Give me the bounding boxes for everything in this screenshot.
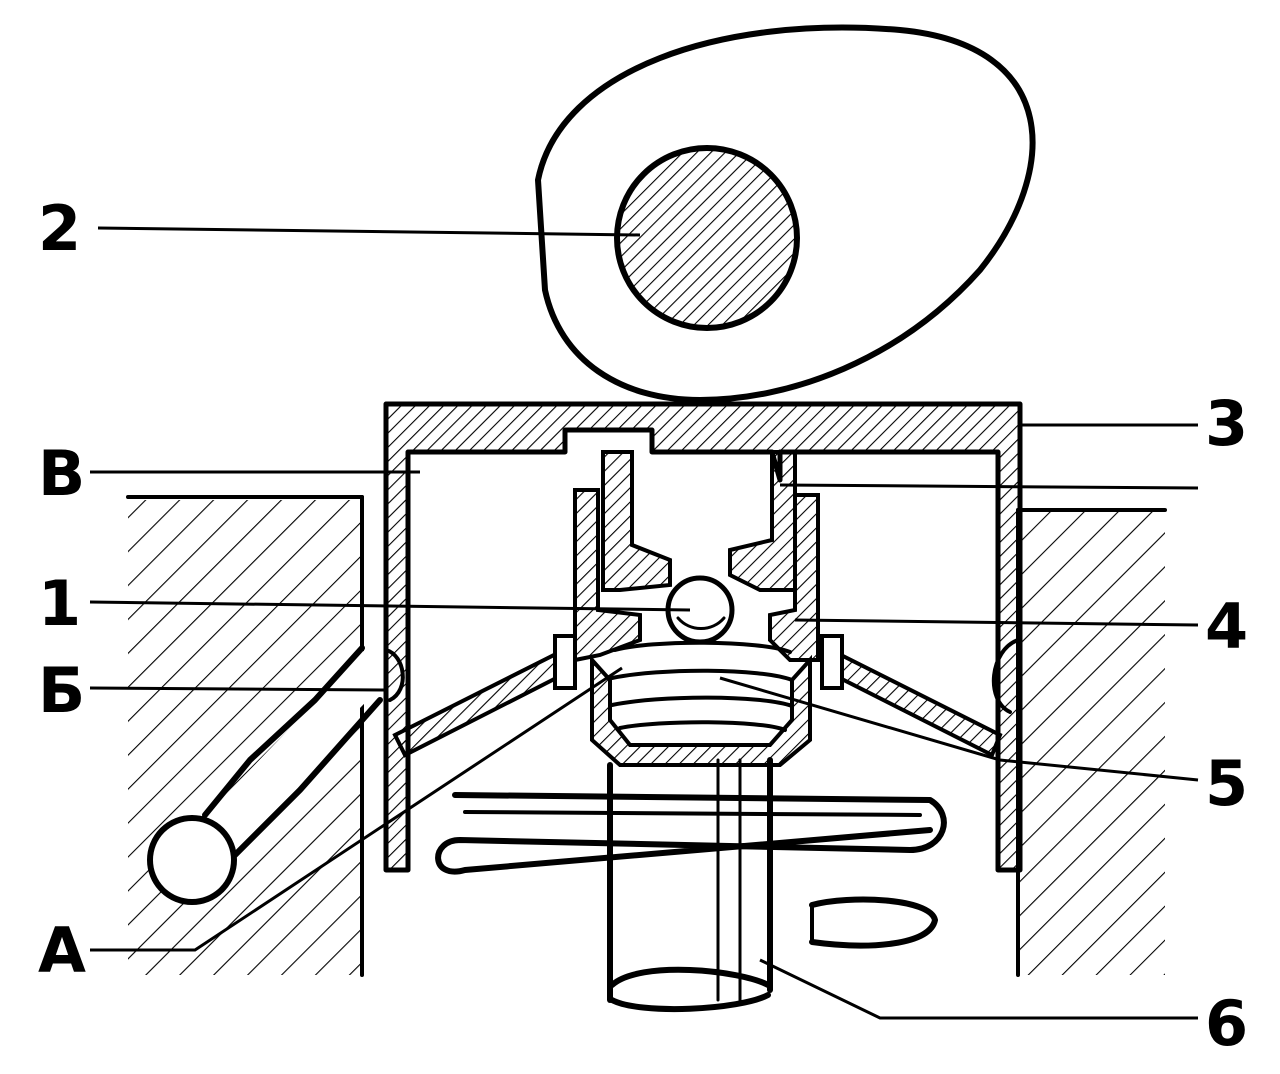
leader-6 (759, 958, 1198, 1020)
retainer-left (392, 634, 577, 758)
label-spring: 5 (1205, 747, 1248, 820)
retainer-right (820, 634, 1003, 758)
label-tappet-body: 3 (1205, 387, 1248, 460)
label-inlet-hole: А (38, 914, 86, 987)
leader-4 (794, 618, 1199, 627)
leader-1 (89, 600, 691, 612)
label-plunger-sleeve: 4 (1205, 590, 1248, 663)
spring (610, 640, 794, 732)
leader-v-right (779, 483, 1199, 490)
side-port-left (384, 648, 405, 702)
side-port-right (991, 638, 1020, 714)
label-chamber-upper: В (38, 437, 85, 510)
label-camshaft: 2 (38, 192, 81, 265)
labels: 2 3 В 1 4 Б 5 А 6 (38, 192, 1248, 1060)
label-valve-stem: 6 (1205, 987, 1248, 1060)
leader-lines (89, 226, 1199, 1020)
leader-5 (719, 676, 1199, 782)
cylinder-head-right (1016, 508, 1167, 977)
cam-lobe (535, 24, 1036, 403)
leader-a (90, 666, 623, 952)
camshaft-section (614, 145, 800, 331)
oil-channel (147, 645, 395, 905)
leader-b (89, 686, 386, 692)
leader-2 (97, 226, 641, 237)
plunger (601, 450, 797, 592)
valve-spring (435, 792, 947, 949)
tappet-body (383, 401, 1023, 873)
label-ball-valve: 1 (38, 567, 81, 640)
label-oil-channel: Б (38, 654, 85, 727)
